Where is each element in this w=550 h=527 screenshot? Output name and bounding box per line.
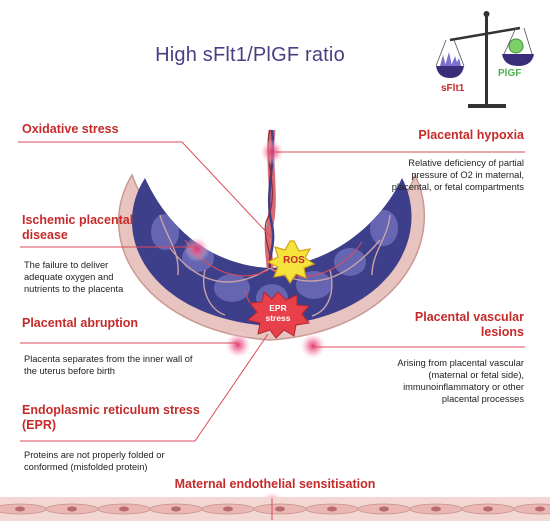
ros-label: ROS bbox=[283, 255, 305, 266]
desc-placental-vascular-lesions: Arising from placental vascular (materna… bbox=[397, 358, 524, 404]
glow-marker-ischemic bbox=[184, 236, 210, 262]
desc-ischemic-placental-disease: The failure to deliver adequate oxygen a… bbox=[24, 260, 124, 294]
epr-label: EPR stress bbox=[265, 303, 291, 323]
connector-lines bbox=[18, 141, 525, 442]
label-placental-abruption: Placental abruption bbox=[22, 316, 138, 330]
glow-marker-vascular bbox=[299, 332, 327, 360]
label-placental-hypoxia: Placental hypoxia bbox=[418, 128, 524, 142]
desc-placental-hypoxia: Relative deficiency of partial pressure … bbox=[391, 158, 524, 192]
endothelial-cell-layer bbox=[0, 497, 550, 521]
label-oxidative-stress: Oxidative stress bbox=[22, 122, 119, 136]
glow-marker-hypoxia bbox=[259, 139, 285, 165]
desc-placental-abruption: Placenta separates from the inner wall o… bbox=[24, 354, 193, 376]
label-placental-vascular-lesions: Placental vascular lesions bbox=[414, 310, 524, 339]
epr-burst-icon bbox=[246, 291, 311, 339]
label-maternal-endothelial-sensitisation: Maternal endothelial sensitisation bbox=[174, 477, 376, 491]
ros-burst-icon bbox=[266, 240, 316, 285]
scale-label-sflt1: sFlt1 bbox=[441, 83, 465, 94]
desc-endoplasmic-reticulum-stress: Proteins are not properly folded or conf… bbox=[24, 450, 165, 472]
diagram-title: High sFlt1/PlGF ratio bbox=[155, 44, 345, 66]
balance-scale-icon bbox=[435, 11, 534, 108]
scale-label-plgf: PlGF bbox=[498, 68, 522, 79]
label-ischemic-placental-disease: Ischemic placental disease bbox=[22, 213, 134, 242]
label-endoplasmic-reticulum-stress: Endoplasmic reticulum stress (EPR) bbox=[22, 403, 200, 432]
glow-marker-abruption bbox=[224, 331, 252, 359]
